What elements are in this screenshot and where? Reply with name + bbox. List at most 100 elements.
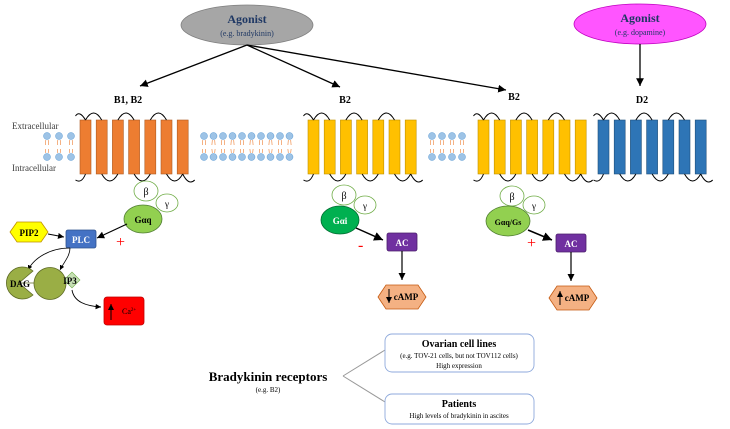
receptor-b1-b2-intracellular-loop — [101, 173, 119, 182]
gprotein-left-gamma-shape — [155, 193, 179, 213]
receptor-b1-b2-helix — [144, 119, 157, 175]
pip2-node: PIP2 — [9, 221, 49, 243]
receptor-d2-c-terminus — [700, 173, 714, 183]
ovarian-box-line2: High expression — [436, 362, 482, 370]
ovarian-box-frame — [384, 333, 535, 373]
lipid-head-top — [285, 132, 294, 140]
lipid-tail-top — [230, 139, 235, 146]
gprotein-middle-gamma: γ — [362, 201, 367, 211]
lipid-head-top — [438, 132, 446, 140]
receptor-b1-b2-helix — [176, 119, 189, 175]
patients-box: Patients High levels of bradykinin in as… — [384, 393, 535, 425]
receptor-label-b2-right: B2 — [508, 92, 520, 103]
receptor-d2 — [593, 112, 714, 183]
receptor-b1-b2-extracellular-loop — [149, 112, 167, 121]
receptor-b2-middle-c-terminus — [410, 173, 424, 183]
receptor-label-b2-middle: B2 — [339, 95, 351, 106]
lipid-head-top — [219, 132, 227, 140]
receptor-b1-b2-n-terminus — [75, 113, 86, 121]
arc-plc-to-ip3 — [59, 247, 71, 271]
agonist-dopamine-subtitle: (e.g. dopamine) — [615, 28, 666, 37]
lipid-tail-bottom — [230, 148, 235, 154]
camp-right-label: cAMP — [565, 293, 590, 303]
lipid-tail-bottom — [240, 148, 244, 154]
receptor-b2-right-intracellular-loop — [564, 173, 582, 182]
lipid-tail-top — [69, 139, 73, 146]
lipid-tail-top — [57, 139, 61, 146]
lipid-head-bottom — [209, 153, 218, 161]
lipid-tail-bottom — [221, 148, 225, 154]
calcium-box — [103, 296, 145, 326]
lipid-head-bottom — [228, 153, 237, 161]
receptor-b1-b2-extracellular-loop — [117, 112, 135, 121]
lipid-tail-top — [249, 139, 254, 146]
lipid-tail-bottom — [57, 148, 61, 154]
dag-pacman — [6, 266, 34, 300]
receptor-b2-middle-extracellular-loop — [345, 112, 363, 121]
lipid-tail-top — [202, 139, 206, 146]
gprotein-right-gamma-shape — [522, 195, 546, 215]
ac-middle-node: AC — [386, 232, 418, 252]
receptor-b2-right-helix — [558, 119, 571, 175]
camp-middle-hexagon — [377, 284, 427, 310]
receptor-b2-middle-helix — [356, 119, 368, 175]
arrow-agonist-to-b2-right — [246, 44, 507, 93]
lipid-group — [43, 132, 75, 161]
gprotein-right-gamma: γ — [531, 201, 536, 211]
ovarian-box-line1: (e.g. TOV-21 cells, but not TOV112 cells… — [400, 352, 518, 360]
lipid-tail-bottom — [202, 148, 206, 154]
dag-node: DAG — [6, 266, 67, 300]
lipid-head-bottom — [266, 153, 275, 161]
patients-box-title: Patients — [442, 399, 477, 410]
lipid-group — [428, 132, 466, 161]
receptor-b2-middle-intracellular-tail — [303, 173, 314, 182]
bradykinin-receptors-title: Bradykinin receptors — [209, 369, 328, 384]
arrow-pip2-to-plc — [47, 232, 65, 239]
lipid-tail-bottom — [45, 148, 49, 154]
camp-right-node: cAMP — [548, 285, 598, 311]
ovarian-box-title: Ovarian cell lines — [422, 339, 497, 350]
lipid-head-bottom — [43, 153, 51, 161]
lipid-tail-top — [430, 139, 434, 146]
lipid-head-top — [458, 132, 466, 140]
lipid-head-bottom — [428, 153, 436, 161]
arrow-agonist-to-b1b2 — [139, 44, 248, 87]
receptor-b2-right-c-terminus — [580, 173, 594, 183]
receptor-b2-right-extracellular-loop — [515, 112, 533, 121]
gprotein-right-alpha-shape — [485, 205, 531, 237]
sign-plus-left: + — [116, 234, 125, 251]
lipid-head-bottom — [67, 153, 75, 161]
lipid-head-top — [67, 132, 75, 140]
gprotein-middle-alpha: Gαi — [333, 216, 348, 226]
calcium-label-superscript: 2+ — [131, 308, 137, 313]
gprotein-middle-alpha-shape — [320, 205, 360, 235]
pip2-hexagon — [9, 221, 49, 243]
lipid-head-bottom — [238, 153, 246, 161]
lipid-tail-bottom — [278, 148, 282, 154]
receptor-b1-b2-c-terminus — [182, 173, 196, 183]
receptor-d2-helix — [694, 119, 707, 175]
lipid-tail-top — [268, 139, 273, 146]
receptor-b2-middle-helix — [372, 119, 385, 175]
receptor-b2-middle-helix — [404, 119, 417, 175]
bracket-to-ovarian — [342, 349, 386, 377]
arrow-agonist-to-b2-middle — [246, 44, 341, 88]
receptor-b2-middle-intracellular-loop — [361, 173, 379, 182]
receptor-b2-right-helix — [477, 119, 490, 175]
gprotein-right-beta: β — [509, 192, 514, 203]
gprotein-middle-beta: β — [341, 191, 346, 202]
lipid-tail-top — [440, 139, 444, 146]
lipid-head-bottom — [247, 153, 256, 161]
receptor-b2-middle-helix — [323, 119, 336, 175]
gprotein-middle: β γ Gαi — [320, 184, 377, 235]
receptor-b2-right-extracellular-loop — [547, 112, 565, 121]
lipid-tail-top — [240, 139, 244, 146]
lipid-head-top — [209, 132, 218, 140]
plc-box — [65, 229, 97, 249]
ac-right-label: AC — [565, 239, 578, 249]
gprotein-middle-gamma-shape — [353, 195, 377, 215]
receptor-b1-b2 — [75, 112, 196, 183]
receptor-b2-middle-extracellular-loop — [377, 112, 395, 121]
gprotein-right: β γ Gαq/Gs — [485, 185, 546, 237]
receptor-b2-right — [473, 112, 594, 183]
